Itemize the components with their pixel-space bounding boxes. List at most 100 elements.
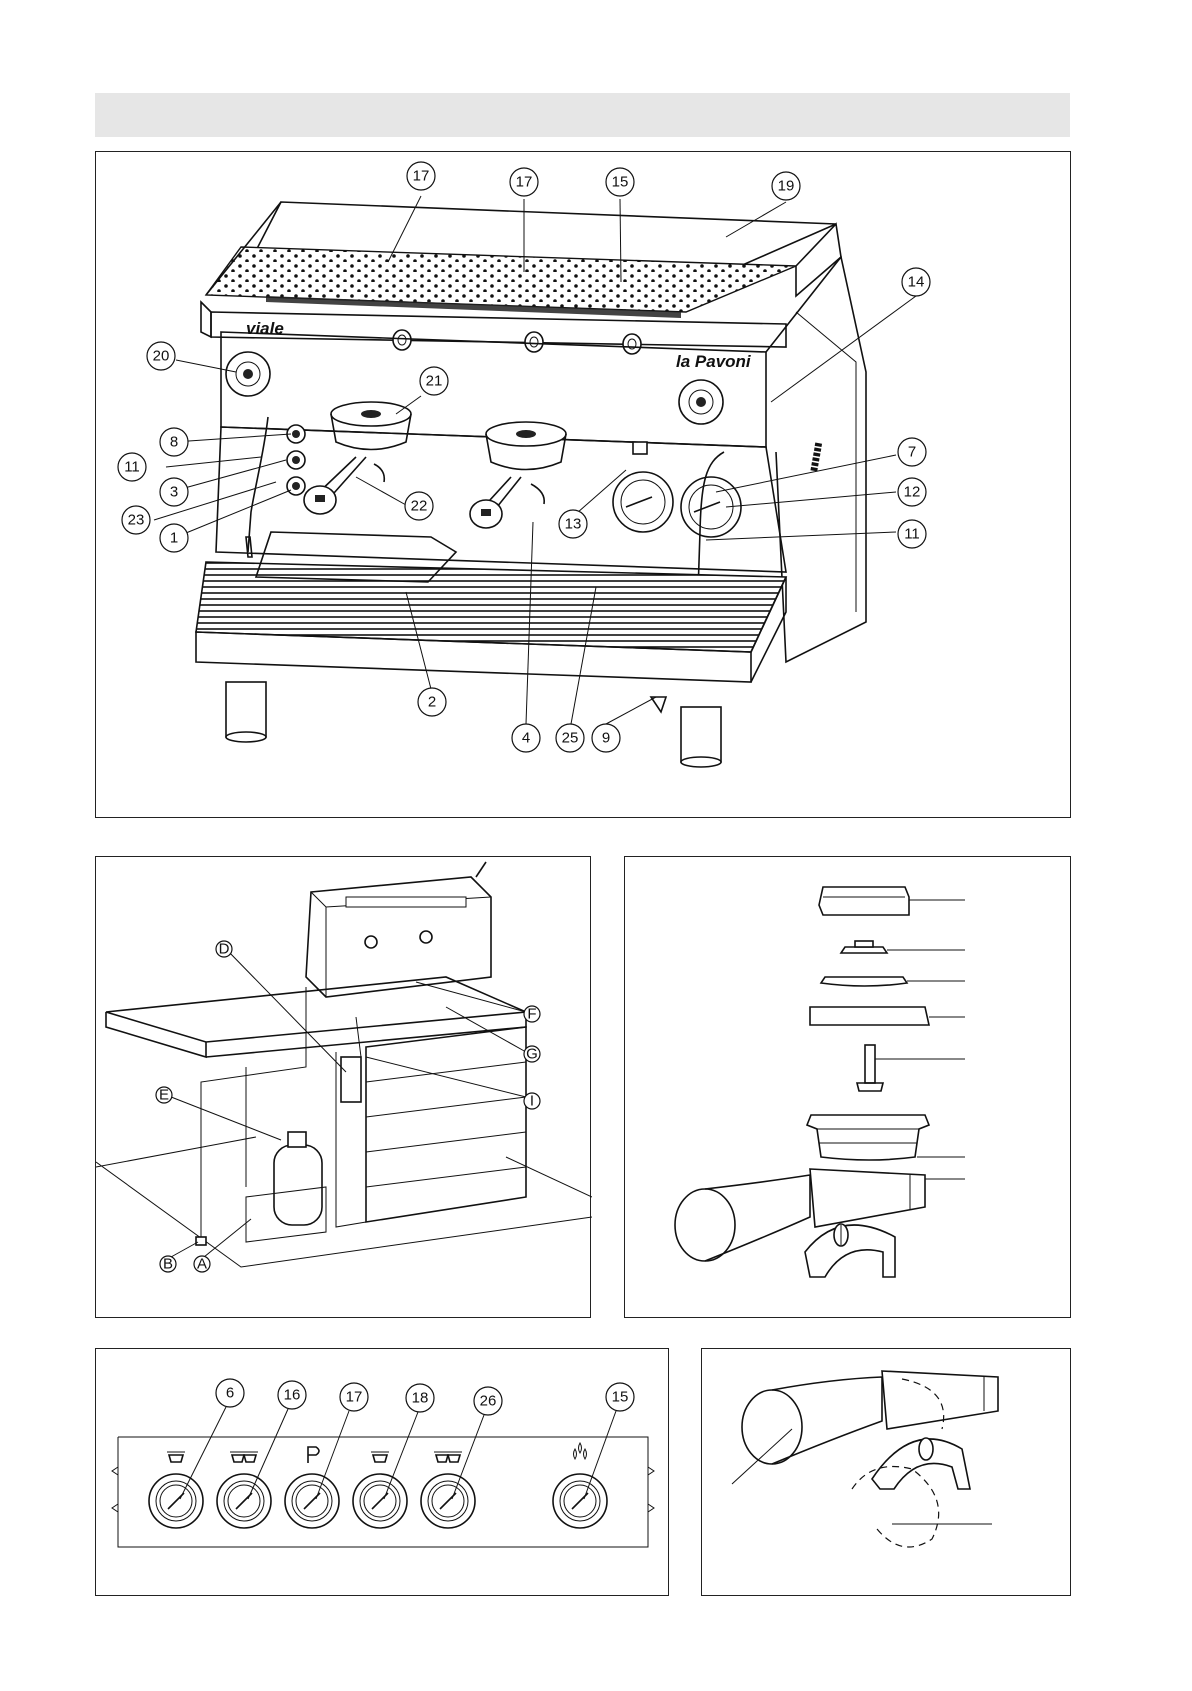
callout-20: 20 [147, 342, 175, 370]
svg-text:B: B [163, 1256, 173, 1273]
callout-1: 1 [160, 524, 188, 552]
callout-7: 7 [898, 438, 926, 466]
callout-17b: 17 [510, 168, 538, 196]
top-knob-1-icon [393, 330, 411, 350]
callout-panel-17: 17 [340, 1383, 368, 1411]
svg-text:25: 25 [562, 730, 579, 747]
callout-9: 9 [592, 724, 620, 752]
callout-12: 12 [898, 478, 926, 506]
callout-17a: 17 [407, 162, 435, 190]
top-knob-2-icon [525, 332, 543, 352]
svg-text:3: 3 [170, 484, 178, 501]
callout-F: F [524, 1006, 540, 1023]
filter-holder-exploded-figure [624, 856, 1071, 1318]
brand-logo: la Pavoni [676, 352, 752, 371]
callout-panel-26: 26 [474, 1387, 502, 1415]
svg-text:A: A [197, 1256, 207, 1273]
double-cup-icon [230, 1452, 258, 1462]
portafilter-insertion-figure [701, 1348, 1071, 1596]
top-knob-3-icon [623, 334, 641, 354]
svg-text:18: 18 [412, 1390, 429, 1407]
filter-basket-icon [810, 1007, 929, 1025]
header-bar [95, 93, 1070, 137]
svg-text:12: 12 [904, 484, 921, 501]
svg-text:I: I [530, 1093, 534, 1110]
svg-text:6: 6 [226, 1385, 234, 1402]
panel-button-16[interactable] [217, 1474, 271, 1528]
callout-panel-15: 15 [606, 1383, 634, 1411]
svg-text:F: F [527, 1006, 536, 1023]
callout-4: 4 [512, 724, 540, 752]
callout-panel-6: 6 [216, 1379, 244, 1407]
single-cup-icon [371, 1452, 389, 1462]
button-column-icon [287, 425, 305, 495]
svg-text:11: 11 [124, 459, 140, 476]
callout-23: 23 [122, 506, 150, 534]
callout-8: 8 [160, 428, 188, 456]
svg-text:23: 23 [128, 512, 145, 529]
callout-11b: 11 [898, 520, 926, 548]
filter-disc-icon [821, 977, 907, 986]
callout-G: G [524, 1046, 540, 1063]
gauge-1-icon [613, 442, 673, 532]
gas-bottle-icon [246, 1132, 326, 1242]
svg-text:15: 15 [612, 174, 629, 191]
callout-13: 13 [559, 510, 587, 538]
small-machine-icon [306, 862, 491, 997]
group-head-1-icon [304, 402, 411, 514]
callout-A: A [194, 1256, 210, 1273]
svg-text:7: 7 [908, 444, 916, 461]
callout-panel-18: 18 [406, 1384, 434, 1412]
machine-drawing: viale la Pavoni ▮▮▮▮▮▮ [96, 152, 1072, 819]
p-icon [308, 1447, 319, 1463]
single-cup-icon [167, 1452, 185, 1462]
gauge-2-icon [681, 477, 741, 537]
svg-text:G: G [526, 1046, 538, 1063]
callout-19: 19 [772, 172, 800, 200]
gasket-icon [841, 941, 887, 953]
callout-11a: 11 [118, 453, 146, 481]
svg-text:2: 2 [428, 694, 436, 711]
screw-icon [857, 1045, 883, 1091]
water-drops-icon [574, 1443, 587, 1459]
svg-text:9: 9 [602, 730, 610, 747]
panel-button-17[interactable] [285, 1474, 339, 1528]
svg-text:22: 22 [411, 498, 428, 515]
panel-button-15[interactable] [553, 1474, 607, 1528]
portafilter-handle-icon [742, 1371, 998, 1489]
shower-screen-icon [819, 887, 909, 915]
svg-text:13: 13 [565, 516, 582, 533]
panel-button-6[interactable] [149, 1474, 203, 1528]
svg-text:15: 15 [612, 1389, 629, 1406]
svg-text:16: 16 [284, 1387, 301, 1404]
portafilter-insertion-drawing [702, 1349, 1072, 1597]
svg-text:21: 21 [426, 373, 443, 390]
svg-text:1: 1 [170, 530, 178, 547]
callout-15: 15 [606, 168, 634, 196]
svg-text:11: 11 [904, 526, 920, 543]
callout-25: 25 [556, 724, 584, 752]
callout-B: B [160, 1256, 176, 1273]
svg-text:17: 17 [413, 168, 430, 185]
panel-button-18[interactable] [353, 1474, 407, 1528]
foot-left-icon [226, 682, 266, 742]
panel-button-26[interactable] [421, 1474, 475, 1528]
svg-text:20: 20 [153, 348, 170, 365]
filter-cup-icon [807, 1115, 929, 1160]
side-label: viale [246, 319, 284, 338]
filter-parts-drawing [625, 857, 1072, 1319]
svg-text:17: 17 [346, 1389, 363, 1406]
left-steam-knob-icon [226, 352, 270, 396]
installation-drawing: D E F G I B A [96, 857, 592, 1319]
svg-text:4: 4 [522, 730, 530, 747]
svg-text:8: 8 [170, 434, 178, 451]
svg-text:19: 19 [778, 178, 795, 195]
callout-2: 2 [418, 688, 446, 716]
callout-21: 21 [420, 367, 448, 395]
control-panel-drawing: 6 16 17 18 26 15 [96, 1349, 670, 1597]
callout-22: 22 [405, 492, 433, 520]
right-steam-knob-icon [679, 380, 723, 424]
callout-14: 14 [902, 268, 930, 296]
side-brand-decal: ▮▮▮▮▮▮ [808, 441, 823, 472]
foot-right-icon [681, 707, 721, 767]
